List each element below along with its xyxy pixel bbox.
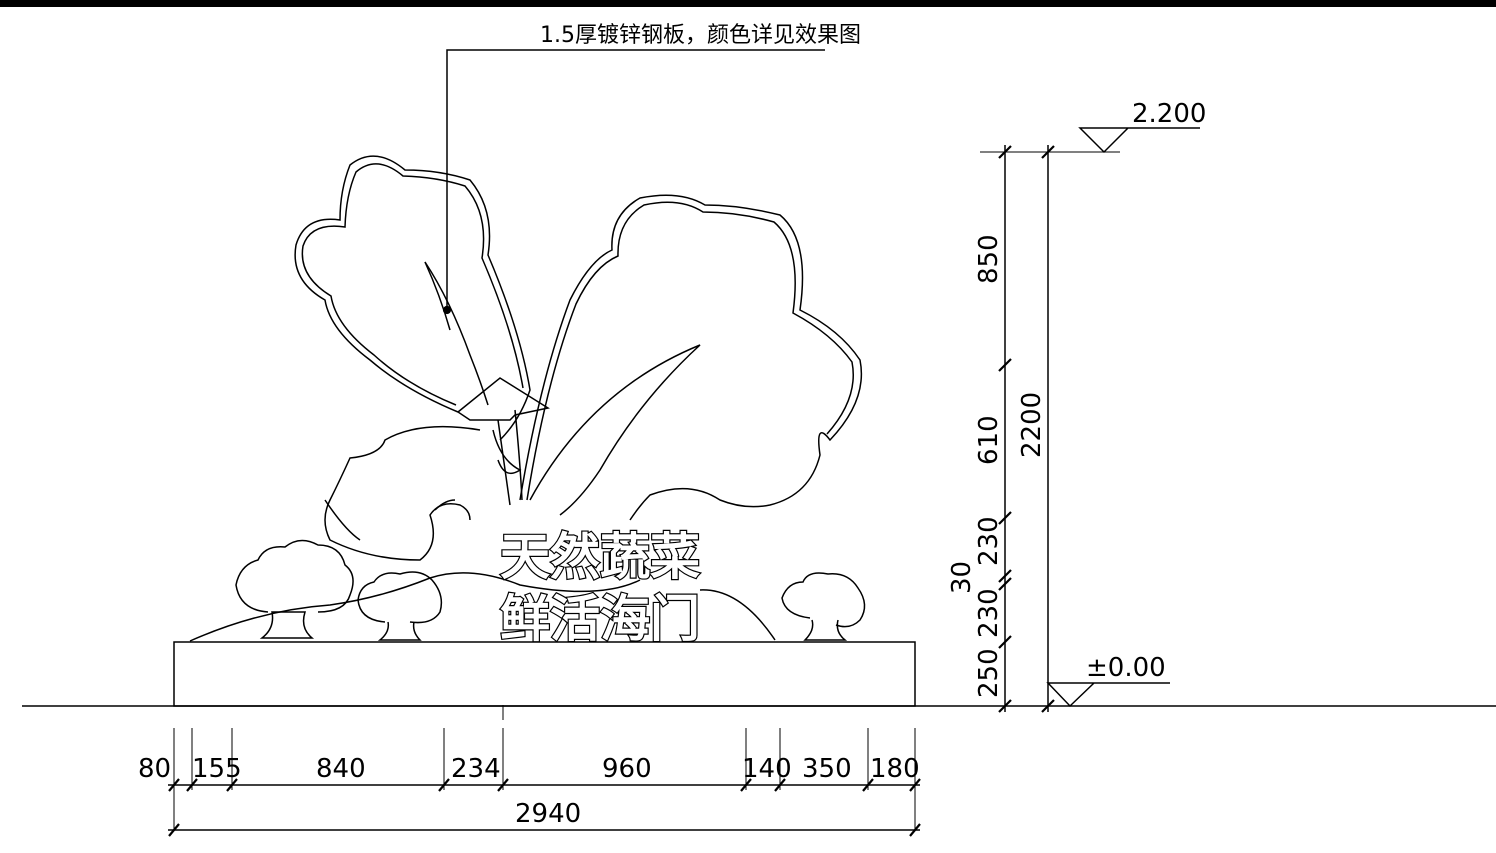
extension-lines xyxy=(173,151,1120,830)
leaf-lower xyxy=(324,425,481,561)
dim-v-total: 2200 xyxy=(1017,392,1047,458)
leaf-left xyxy=(294,155,531,441)
dim-h-1: 155 xyxy=(192,754,242,784)
dim-h-6: 350 xyxy=(802,754,852,784)
leaf-right xyxy=(519,194,863,521)
sign-line1: 天然蔬菜 xyxy=(500,528,700,586)
dim-v-1: 610 xyxy=(974,415,1004,465)
elevation-top-label: 2.200 xyxy=(1132,99,1206,129)
elevation-marker-base xyxy=(1046,682,1170,708)
dim-v-3: 30 xyxy=(947,561,977,594)
dimension-ticks xyxy=(168,145,1055,837)
annotation-leader xyxy=(446,49,825,310)
broccoli-right xyxy=(781,572,866,641)
dim-h-4: 960 xyxy=(602,754,652,784)
dim-v-5: 250 xyxy=(974,648,1004,698)
elevation-base-label: ±0.00 xyxy=(1086,653,1166,683)
stem-center xyxy=(497,409,523,506)
dim-h-7: 180 xyxy=(870,754,920,784)
broccoli-left xyxy=(235,539,354,639)
dim-h-total: 2940 xyxy=(515,799,581,829)
top-border xyxy=(0,0,1496,7)
annotation-text: 1.5厚镀锌钢板，颜色详见效果图 xyxy=(540,23,861,48)
broccoli-middle xyxy=(357,571,443,641)
dim-v-2: 230 xyxy=(974,516,1004,566)
dim-h-3: 234 xyxy=(451,754,501,784)
dim-h-0: 80 xyxy=(138,754,171,784)
dim-h-2: 840 xyxy=(316,754,366,784)
dim-v-4: 230 xyxy=(974,588,1004,638)
leaf-fold xyxy=(456,377,550,421)
dim-h-5: 140 xyxy=(742,754,792,784)
planter-base xyxy=(173,641,916,707)
leaf-lower-2 xyxy=(324,499,456,541)
elevation-marker-top xyxy=(1078,127,1200,154)
leaf-fold-inner xyxy=(492,429,522,475)
hill-right xyxy=(699,589,776,641)
sign-line2: 鲜活海门 xyxy=(500,590,700,648)
dim-v-0: 850 xyxy=(974,234,1004,284)
